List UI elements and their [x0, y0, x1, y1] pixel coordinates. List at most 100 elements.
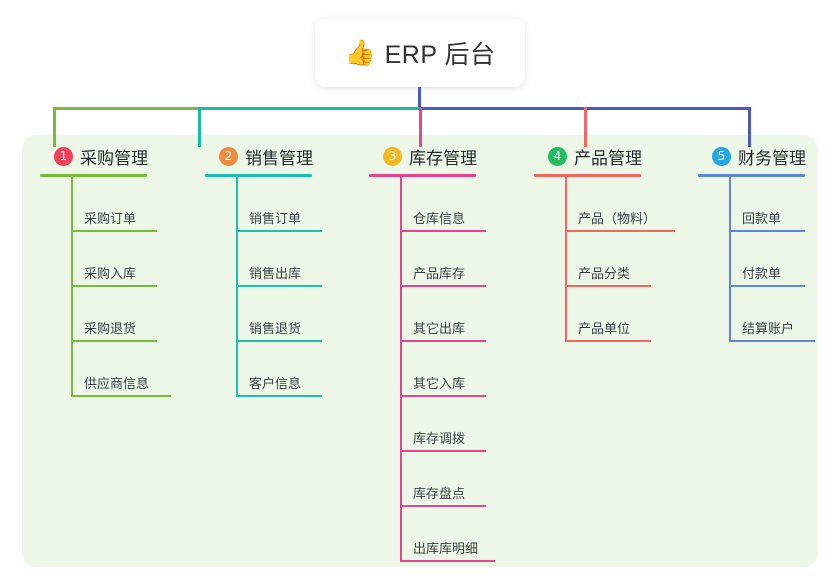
- branch-title: 财务管理: [738, 148, 806, 168]
- leaf-item[interactable]: 仓库信息: [400, 177, 486, 232]
- leaf-item-label: 产品单位: [578, 321, 631, 336]
- branch-header-sales[interactable]: 2 销售管理: [205, 143, 313, 169]
- branch-column-sales: 2 销售管理销售订单销售出库销售退货客户信息: [205, 143, 322, 397]
- leaf-item[interactable]: 客户信息: [236, 342, 322, 397]
- branch-number-badge: 2: [219, 146, 238, 166]
- leaf-item[interactable]: 销售退货: [236, 287, 322, 342]
- branch-title: 库存管理: [409, 148, 477, 168]
- leaf-item-label: 销售退货: [249, 321, 302, 336]
- leaf-underline: [236, 395, 322, 397]
- leaf-item[interactable]: 其它出库: [400, 287, 486, 342]
- leaf-list: 采购订单采购入库采购退货供应商信息: [71, 177, 171, 397]
- branch-number-badge: 5: [712, 146, 731, 166]
- branch-number-badge: 1: [54, 146, 73, 166]
- root-node-card[interactable]: 👍 ERP 后台: [315, 18, 525, 87]
- drop-pink: [419, 107, 422, 147]
- leaf-item-label: 供应商信息: [84, 376, 150, 391]
- leaf-underline: [565, 340, 651, 342]
- leaf-list: 销售订单销售出库销售退货客户信息: [236, 177, 322, 397]
- leaf-item-label: 库存调拨: [413, 431, 466, 446]
- leaf-item-label: 回款单: [742, 211, 782, 226]
- branch-header-product[interactable]: 4 产品管理: [534, 143, 656, 169]
- drop-red: [584, 107, 587, 147]
- bar-teal: [198, 107, 419, 110]
- leaf-underline: [400, 395, 486, 397]
- branch-header-inventory[interactable]: 3 库存管理: [369, 143, 478, 169]
- branch-underline: [369, 174, 476, 177]
- branch-spine-line: [729, 177, 731, 342]
- drop-green: [53, 107, 56, 147]
- drop-teal: [198, 107, 201, 147]
- leaf-item-label: 客户信息: [249, 376, 302, 391]
- leaf-item-label: 销售出库: [249, 266, 302, 281]
- leaf-underline: [565, 285, 651, 287]
- leaf-item[interactable]: 产品库存: [400, 232, 486, 287]
- diagram-panel: [22, 135, 818, 567]
- thumbs-up-icon: 👍: [344, 38, 376, 67]
- leaf-item[interactable]: 供应商信息: [71, 342, 171, 397]
- branch-column-inventory: 3 库存管理仓库信息产品库存其它出库其它入库库存调拨库存盘点出库库明细: [369, 143, 495, 562]
- leaf-list: 产品（物料） 产品分类产品单位: [565, 177, 675, 342]
- branch-title: 产品管理: [574, 148, 642, 168]
- branch-header-finance[interactable]: 5 财务管理: [698, 143, 806, 169]
- leaf-item-label: 仓库信息: [413, 211, 466, 226]
- branch-column-product: 4 产品管理产品（物料） 产品分类产品单位: [534, 143, 675, 342]
- leaf-item[interactable]: 回款单: [729, 177, 806, 232]
- leaf-item-label: 产品（物料）: [578, 211, 657, 226]
- leaf-underline: [236, 340, 322, 342]
- leaf-underline: [71, 340, 157, 342]
- leaf-item-label: 出库库明细: [413, 541, 479, 556]
- branch-spine-line: [565, 177, 567, 342]
- leaf-underline: [729, 285, 805, 287]
- leaf-item-label: 产品库存: [413, 266, 466, 281]
- leaf-item[interactable]: 采购入库: [71, 232, 157, 287]
- leaf-item[interactable]: 采购退货: [71, 287, 157, 342]
- leaf-item-label: 结算账户: [742, 321, 795, 336]
- leaf-underline: [400, 340, 486, 342]
- branch-spine-line: [71, 177, 73, 397]
- leaf-item[interactable]: 销售订单: [236, 177, 322, 232]
- leaf-item[interactable]: 出库库明细: [400, 507, 495, 562]
- leaf-item-label: 其它入库: [413, 376, 466, 391]
- leaf-item-label: 付款单: [742, 266, 782, 281]
- leaf-item[interactable]: 结算账户: [729, 287, 815, 342]
- leaf-underline: [400, 560, 495, 562]
- leaf-underline: [729, 230, 805, 232]
- leaf-item-label: 销售订单: [249, 211, 302, 226]
- leaf-item[interactable]: 库存调拨: [400, 397, 486, 452]
- leaf-item-label: 产品分类: [578, 266, 631, 281]
- leaf-underline: [400, 505, 486, 507]
- branch-number-badge: 4: [548, 146, 567, 166]
- leaf-underline: [729, 340, 815, 342]
- leaf-underline: [71, 285, 157, 287]
- leaf-item-label: 其它出库: [413, 321, 466, 336]
- leaf-item-label: 采购订单: [84, 211, 137, 226]
- leaf-item[interactable]: 库存盘点: [400, 452, 486, 507]
- branch-spine-line: [236, 177, 238, 397]
- branch-title: 销售管理: [245, 148, 313, 168]
- bar-green: [53, 107, 198, 110]
- leaf-item[interactable]: 产品分类: [565, 232, 656, 287]
- leaf-underline: [71, 395, 171, 397]
- leaf-underline: [236, 285, 322, 287]
- leaf-item-label: 库存盘点: [413, 486, 466, 501]
- leaf-underline: [236, 230, 322, 232]
- leaf-item[interactable]: 其它入库: [400, 342, 486, 397]
- branch-column-finance: 5 财务管理回款单付款单结算账户: [698, 143, 815, 342]
- branch-underline: [205, 174, 312, 177]
- leaf-underline: [400, 285, 486, 287]
- branch-number-badge: 3: [383, 146, 402, 166]
- leaf-item[interactable]: 采购订单: [71, 177, 157, 232]
- leaf-list: 仓库信息产品库存其它出库其它入库库存调拨库存盘点出库库明细: [400, 177, 495, 562]
- leaf-item[interactable]: 付款单: [729, 232, 806, 287]
- leaf-item[interactable]: 销售出库: [236, 232, 322, 287]
- leaf-item[interactable]: 产品（物料）: [565, 177, 675, 232]
- leaf-underline: [400, 230, 486, 232]
- leaf-item[interactable]: 产品单位: [565, 287, 656, 342]
- leaf-underline: [400, 450, 486, 452]
- branch-spine-line: [400, 177, 402, 562]
- leaf-underline: [71, 230, 157, 232]
- leaf-item-label: 采购退货: [84, 321, 137, 336]
